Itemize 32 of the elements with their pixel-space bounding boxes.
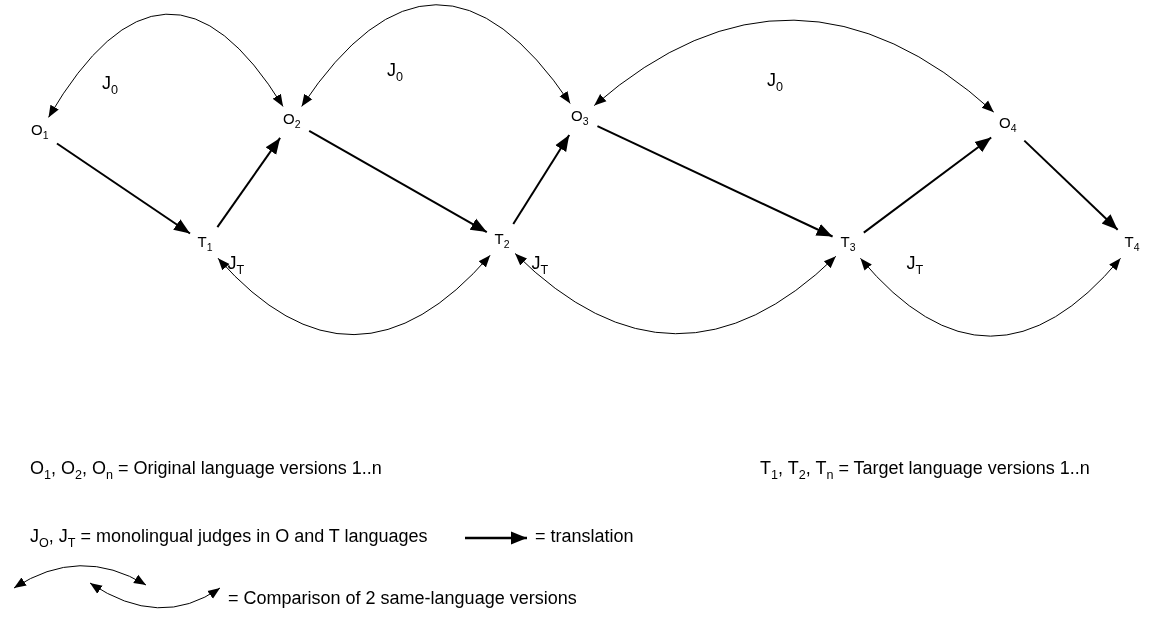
translation-arrow [512, 134, 571, 225]
version-label: O$_{2}$ [280, 109, 304, 133]
translation-arrow [862, 136, 993, 234]
translation-arrow [308, 129, 488, 234]
comparison-arrow [301, 4, 571, 107]
judge-label: J$_{T}$ [227, 253, 245, 277]
translation-arrow [1023, 139, 1119, 231]
comparison-arrow [593, 19, 995, 113]
comparison-arrow [514, 253, 837, 335]
comparison-arrow [217, 254, 491, 336]
judge-label: J$_{T}$ [906, 253, 924, 277]
judge-label: J$_{0}$ [102, 73, 118, 97]
version-label: O$_{1}$ [28, 120, 52, 144]
translation-arrow [55, 142, 192, 235]
version-label: T$_{1}$ [194, 232, 216, 256]
version-label: O$_{4}$ [996, 113, 1020, 137]
translation-arrow [596, 125, 834, 238]
translation-arrow [216, 136, 282, 229]
version-label: T$_{4}$ [1121, 232, 1143, 256]
definition-text: T$_{1}$, T$_{2}$, T$_{n}$ = Target language versions 1..n [760, 459, 1090, 483]
legend-text: = translation [535, 527, 634, 547]
comparison-arrow [859, 257, 1122, 337]
judge-label: J$_{T}$ [531, 253, 549, 277]
legend-text: = Comparison of 2 same-language versions [228, 589, 577, 609]
version-label: O$_{3}$ [568, 106, 592, 130]
judge-label: J$_{0}$ [767, 70, 783, 94]
version-label: T$_{2}$ [491, 229, 513, 253]
judge-label: J$_{0}$ [387, 60, 403, 84]
definition-text: O$_{1}$, O$_{2}$, O$_{n}$ = Original language versions 1..n [30, 459, 382, 483]
comparison-arrow [48, 13, 284, 118]
definition-text: J$_{O}$, J$_{T}$ = monolingual judges in O and T languages [30, 527, 428, 551]
version-label: T$_{3}$ [837, 232, 859, 256]
